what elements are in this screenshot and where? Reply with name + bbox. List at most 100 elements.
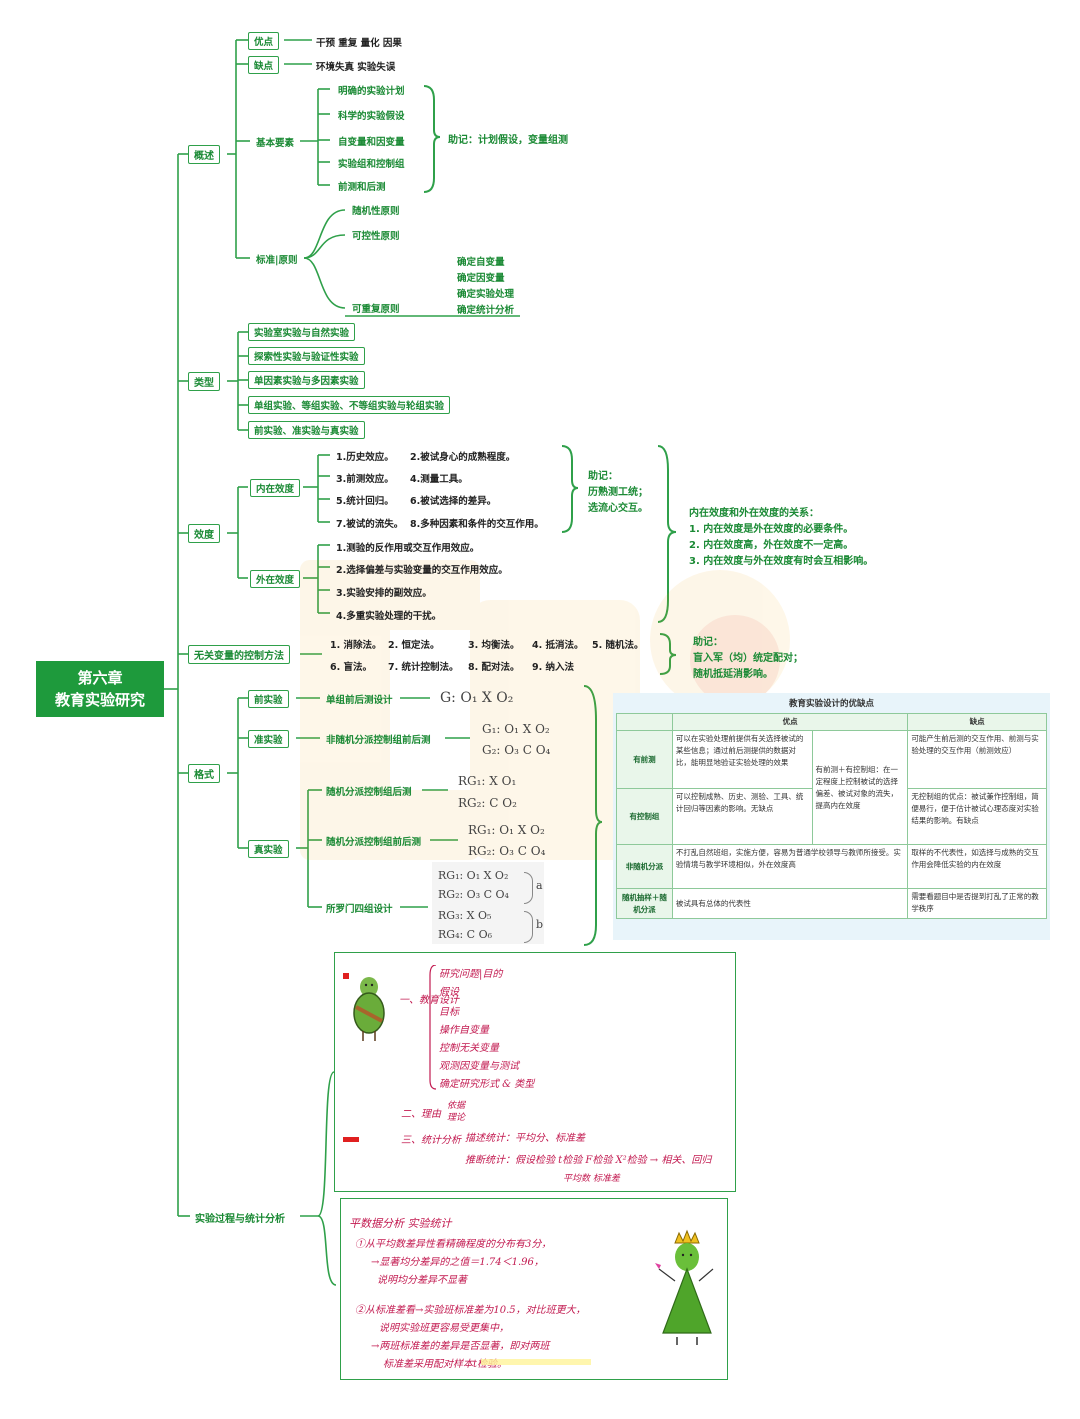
note1-item-2: 假设 — [439, 987, 459, 998]
node-types[interactable]: 类型 — [188, 372, 220, 391]
row-both-advantage: 有前测＋有控制组：在一定程度上控制被试的选择偏差、被试对象的流失，提高内在效度 — [811, 730, 909, 845]
note1-item-6: 观测因变量与测试 — [439, 1061, 519, 1072]
quasi-design: 非随机分派控制组前后测 — [326, 735, 431, 746]
note1-step3-a: 描述统计：平均分、标准差 — [465, 1133, 585, 1144]
internal-mnemonic-1: 助记： — [588, 471, 618, 482]
control-1: 1. 消除法。 — [330, 640, 382, 651]
advantage-text: 干预 重复 量化 因果 — [316, 38, 402, 49]
type-5[interactable]: 前实验、准实验与真实验 — [248, 421, 365, 439]
internal-mnemonic-3: 选流心交互。 — [588, 503, 648, 514]
note1-step3-c: 平均数 标准差 — [563, 1174, 620, 1184]
row-random-disadvantage: 需要看题目中是否提到打乱了正常的教学秩序 — [907, 888, 1047, 919]
element-5: 前测和后测 — [338, 182, 386, 193]
note1-step2-item-1: 依据 — [447, 1101, 466, 1111]
principle-3: 可重复原则 — [352, 304, 400, 315]
note1-item-3: 目标 — [439, 1007, 459, 1018]
row-random-label: 随机抽样＋随机分派 — [616, 888, 673, 919]
root-chapter: 第六章 — [77, 669, 123, 687]
note-marker-1 — [343, 973, 349, 979]
note2-title: 平数据分析 实验统计 — [349, 1217, 452, 1230]
table-header-advantage: 优点 — [671, 713, 909, 731]
node-process[interactable]: 实验过程与统计分析 — [195, 1214, 285, 1225]
solomon-row-3: RG₃: X O₅ — [438, 909, 492, 922]
quasi-row-1: G₁: O₁ X O₂ — [482, 722, 550, 736]
row-nonrandom-advantage: 不打乱自然班组，实施方便，容易为普通学校领导与教师所接受。实验情境与教学环境相似… — [671, 844, 909, 889]
repeat-detail-3: 确定实验处理 — [457, 289, 515, 300]
true-design-3: 所罗门四组设计 — [326, 904, 393, 915]
note2-line-1: ①从平均数差异性看精确程度的分布有3分， — [355, 1239, 552, 1250]
internal-8: 8.多种因素和条件的交互作用。 — [410, 519, 544, 530]
note2-line-3: 说明均分差异不显著 — [377, 1275, 467, 1286]
pre-formula: G: O₁ X O₂ — [440, 690, 514, 706]
note2-line-4: ②从标准差看→实验班标准差为10.5，对比班更大， — [355, 1305, 586, 1316]
row-ctrl-disadvantage: 无控制组的优点：被试兼作控制组，简便易行，便于估计被试心理态度对实验结果的影响。… — [907, 788, 1047, 845]
internal-mnemonic-2: 历熟测工统； — [588, 487, 648, 498]
control-8: 8. 配对法。 — [468, 662, 520, 673]
node-overview[interactable]: 概述 — [188, 145, 220, 164]
node-control[interactable]: 无关变量的控制方法 — [188, 645, 290, 664]
control-6: 6. 盲法。 — [330, 662, 373, 673]
type-3[interactable]: 单因素实验与多因素实验 — [248, 371, 365, 389]
element-2: 科学的实验假设 — [338, 111, 405, 122]
princess-sticker — [655, 1229, 714, 1345]
prepost-row-1: RG₁: O₁ X O₂ — [468, 823, 545, 837]
external-1: 1.测验的反作用或交互作用效应。 — [336, 543, 480, 554]
control-3: 3. 均衡法。 — [468, 640, 520, 651]
true-design-1: 随机分派控制组后测 — [326, 787, 412, 798]
repeat-detail-2: 确定因变量 — [457, 273, 505, 284]
node-internal[interactable]: 内在效度 — [250, 479, 301, 497]
note1-item-1: 研究问题|目的 — [439, 969, 503, 980]
type-1[interactable]: 实验室实验与自然实验 — [248, 323, 356, 341]
node-validity[interactable]: 效度 — [188, 524, 220, 543]
solomon-row-4: RG₄: C O₆ — [438, 928, 493, 941]
internal-5: 5.统计回归。 — [336, 496, 394, 507]
row-pre-label: 有前测 — [616, 730, 673, 789]
table-header-disadvantage: 缺点 — [907, 713, 1047, 731]
node-format[interactable]: 格式 — [188, 764, 220, 783]
solomon-row-1: RG₁: O₁ X O₂ — [438, 869, 509, 882]
root-title: 教育实验研究 — [54, 691, 145, 709]
principle-2: 可控性原则 — [352, 231, 400, 242]
note2-highlight — [481, 1359, 591, 1365]
design-comparison-table: 教育实验设计的优缺点 优点 缺点 有前测 可以在实验处理前提供有关选择被试的某些… — [613, 693, 1050, 940]
elements-mnemonic: 助记：计划假设，变量组测 — [448, 135, 568, 146]
node-quasi-experiment[interactable]: 准实验 — [248, 730, 289, 748]
solomon-group-a: a — [536, 879, 543, 892]
row-nonrandom-label: 非随机分派 — [616, 844, 673, 889]
note2-line-6: →两班标准差的差异是否显著，即对两班 — [371, 1341, 550, 1352]
relation-3: 3. 内在效度与外在效度有时会互相影响。 — [689, 556, 874, 567]
note2-line-7: 标准差采用配对样本t检验。 — [383, 1359, 508, 1370]
principle-1: 随机性原则 — [352, 206, 400, 217]
post-row-2: RG₂: C O₂ — [458, 796, 517, 810]
internal-1: 1.历史效应。 — [336, 452, 394, 463]
control-5: 5. 随机法。 — [592, 640, 644, 651]
row-ctrl-label: 有控制组 — [616, 788, 673, 845]
control-7: 7. 统计控制法。 — [388, 662, 459, 673]
type-2[interactable]: 探索性实验与验证性实验 — [248, 347, 365, 365]
node-true-experiment[interactable]: 真实验 — [248, 840, 289, 858]
watermark-circle — [690, 615, 780, 705]
node-weakness[interactable]: 缺点 — [248, 56, 280, 74]
tree-sticker — [353, 977, 385, 1041]
note1-step2-item-2: 理论 — [447, 1113, 466, 1123]
node-advantage[interactable]: 优点 — [248, 32, 280, 50]
node-elements[interactable]: 基本要素 — [256, 138, 295, 149]
node-pre-experiment[interactable]: 前实验 — [248, 690, 289, 708]
relation-1: 1. 内在效度是外在效度的必要条件。 — [689, 524, 854, 535]
note1-bracket — [429, 965, 437, 1090]
internal-2: 2.被试身心的成熟程度。 — [410, 452, 516, 463]
control-4: 4. 抵消法。 — [532, 640, 584, 651]
root-node[interactable]: 第六章 教育实验研究 — [36, 661, 164, 717]
note-marker-2 — [343, 1137, 359, 1142]
row-pre-disadvantage: 可能产生前后测的交互作用、前测与实验处理的交互作用（前测效应） — [907, 730, 1047, 789]
note1-item-4: 操作自变量 — [439, 1025, 489, 1036]
note1-step3: 三、统计分析 — [401, 1135, 461, 1146]
relation-title: 内在效度和外在效度的关系： — [689, 508, 819, 519]
node-principles[interactable]: 标准|原则 — [256, 255, 298, 266]
control-9: 9. 纳入法 — [532, 662, 575, 673]
row-pre-advantage: 可以在实验处理前提供有关选择被试的某些信息；通过前后测提供的数据对比，能明显地验… — [671, 730, 813, 789]
type-4[interactable]: 单组实验、等组实验、不等组实验与轮组实验 — [248, 396, 451, 414]
node-external[interactable]: 外在效度 — [250, 570, 301, 588]
true-design-2: 随机分派控制组前后测 — [326, 837, 422, 848]
